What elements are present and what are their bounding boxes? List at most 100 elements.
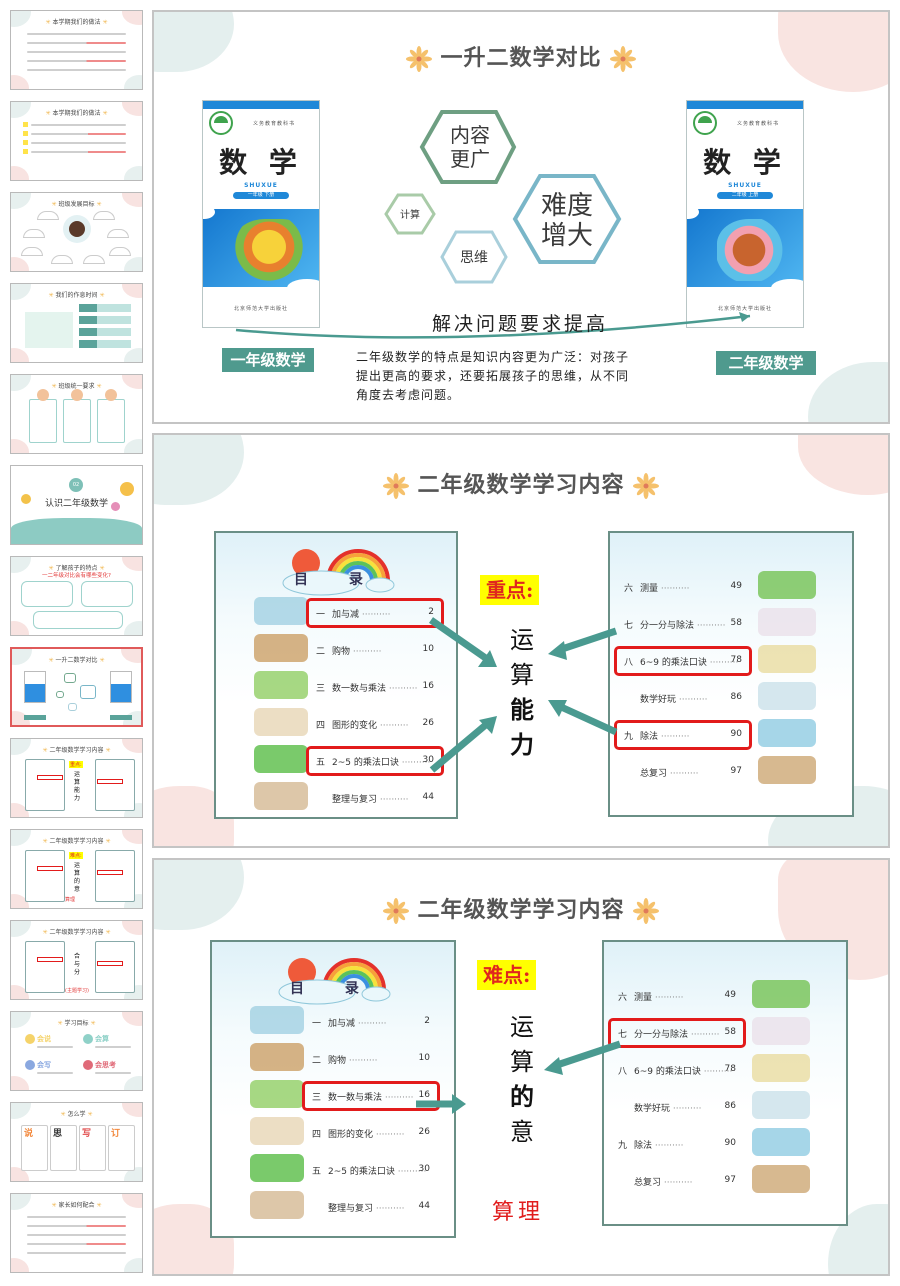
goal-label: 会写	[37, 1061, 51, 1069]
card-label: 思	[53, 1129, 63, 1139]
goal-label: 会算	[95, 1035, 109, 1043]
chapter-illustration	[752, 1017, 810, 1045]
thumbnail-title: 认识二年级数学	[44, 499, 108, 509]
thumbnail-title: 二年级数学学习内容	[11, 927, 142, 936]
keyword-char: 运	[510, 626, 534, 654]
chapter-page: 90	[724, 1138, 736, 1148]
chapter-illustration	[250, 1117, 304, 1145]
chapter-illustration	[758, 719, 816, 747]
chapter-name: 测量	[634, 993, 653, 1003]
toc-entry: 数学好玩 ··········86	[634, 1101, 736, 1114]
section-badge: 02	[69, 478, 83, 492]
toc-entry: 二购物 ··········10	[316, 644, 434, 657]
chapter-name: 6~9 的乘法口诀	[634, 1067, 701, 1077]
chapter-number: 二	[312, 1056, 322, 1066]
card-label: 订	[111, 1129, 121, 1139]
toc-title: 目 录	[294, 572, 381, 588]
chapter-name: 总复习	[634, 1178, 662, 1188]
slide-thumbnail[interactable]: 家长如何配合	[10, 1193, 143, 1273]
hexagon-label: 增大	[541, 221, 593, 251]
chapter-illustration	[254, 597, 308, 625]
chapter-number: 九	[618, 1141, 628, 1151]
cartoon-illustration	[717, 219, 797, 281]
chapter-page: 30	[418, 1164, 430, 1174]
hexagon-content	[419, 110, 517, 184]
goal-label: 会思考	[95, 1061, 116, 1069]
slide-title: 一升二数学对比	[154, 40, 888, 72]
toc-entry: 一加与减 ··········2	[316, 607, 434, 620]
chapter-page: 86	[730, 692, 742, 702]
thumbnail-title: 一升二数学对比	[12, 655, 141, 664]
chapter-name: 数学好玩	[634, 1104, 671, 1114]
chapter-illustration	[250, 1191, 304, 1219]
thumbnail-vertical: 合与分	[74, 953, 81, 976]
toc-entry: 三数一数与乘法 ··········16	[312, 1090, 430, 1103]
thumbnail-title: 怎么学	[11, 1109, 142, 1118]
chapter-illustration	[758, 756, 816, 784]
chapter-name: 除法	[634, 1141, 653, 1151]
progress-arrow	[235, 312, 751, 339]
rainbow-icon	[282, 549, 395, 596]
slide-thumbnail[interactable]: 了解孩子的特点一二年级对比会有哪些变化?	[10, 556, 143, 636]
toc-entry: 一加与减 ··········2	[312, 1016, 430, 1029]
chapter-number: 八	[618, 1067, 628, 1077]
chapter-page: 26	[422, 718, 434, 728]
chapter-name: 图形的变化	[328, 1130, 374, 1140]
highlight-box	[608, 1018, 746, 1048]
chapter-illustration	[758, 682, 816, 710]
flower-icon	[610, 46, 637, 72]
slide-thumbnail[interactable]: 怎么学说思写订	[10, 1102, 143, 1182]
slide-thumbnail[interactable]: 02 认识二年级数学	[10, 465, 143, 545]
chapter-illustration	[254, 782, 308, 810]
grade1-label: 一年级数学	[222, 348, 314, 372]
textbook-grade: 一年级 下册	[233, 192, 289, 199]
chapter-illustration	[250, 1043, 304, 1071]
chapter-illustration	[752, 980, 810, 1008]
chapter-page: 10	[418, 1053, 430, 1063]
chapter-name: 测量	[640, 584, 659, 594]
thumbnail-title: 学习目标	[11, 1018, 142, 1027]
toc-entry: 七分一分与除法 ··········58	[618, 1027, 736, 1040]
slide-thumbnail[interactable]: 班级发展目标	[10, 192, 143, 272]
thumbnail-title: 班级发展目标	[11, 199, 142, 208]
chapter-name: 6~9 的乘法口诀	[640, 658, 707, 668]
grade2-textbook-cover: 义务教育教科书 数 学 SHUXUE 二年级 上册 北京师范大学出版社	[686, 100, 804, 328]
chapter-page: 2	[428, 607, 434, 617]
slide-thumbnail[interactable]: 二年级数学学习内容重点:运算能力	[10, 738, 143, 818]
thumbnail-vertical: 运算的意	[74, 862, 81, 893]
highlight-box	[306, 746, 444, 776]
slide-thumbnail[interactable]: 本学期我们的做法	[10, 10, 143, 90]
chapter-page: 30	[422, 755, 434, 765]
chapter-number: 四	[316, 721, 326, 731]
chapter-illustration	[758, 645, 816, 673]
chapter-number: 五	[312, 1167, 322, 1177]
slide-thumbnail[interactable]: 班级统一要求	[10, 374, 143, 454]
slide-thumbnail[interactable]: 本学期我们的做法	[10, 101, 143, 181]
slide-thumbnail[interactable]: 一升二数学对比	[10, 647, 143, 727]
thumbnail-title: 本学期我们的做法	[11, 108, 142, 117]
chapter-illustration	[250, 1080, 304, 1108]
slide-thumbnail[interactable]: 二年级数学学习内容合与分(主题学习)	[10, 920, 143, 1000]
chapter-page: 44	[422, 792, 434, 802]
grade1-textbook-cover: 义务教育教科书 数 学 SHUXUE 一年级 下册 北京师范大学出版社	[202, 100, 320, 328]
chapter-page: 78	[724, 1064, 736, 1074]
chapter-page: 58	[730, 618, 742, 628]
toc-entry: 七分一分与除法 ··········58	[624, 618, 742, 631]
textbook-grade: 二年级 上册	[717, 192, 773, 199]
slide-thumbnail[interactable]: 我们的作息时间	[10, 283, 143, 363]
title-text: 二年级数学学习内容	[417, 473, 625, 498]
slide-thumbnail[interactable]: 学习目标会说会算会写会思考	[10, 1011, 143, 1091]
hexagon-diagram: 内容 更广 难度 增大 计算 思维	[384, 110, 622, 284]
chapter-illustration	[254, 671, 308, 699]
chapter-name: 除法	[640, 732, 659, 742]
chapter-number: 七	[618, 1030, 628, 1040]
chapter-number: 六	[618, 993, 628, 1003]
toc-entry: 四图形的变化 ··········26	[316, 718, 434, 731]
chapter-name: 2~5 的乘法口诀	[328, 1167, 395, 1177]
chapter-page: 78	[730, 655, 742, 665]
